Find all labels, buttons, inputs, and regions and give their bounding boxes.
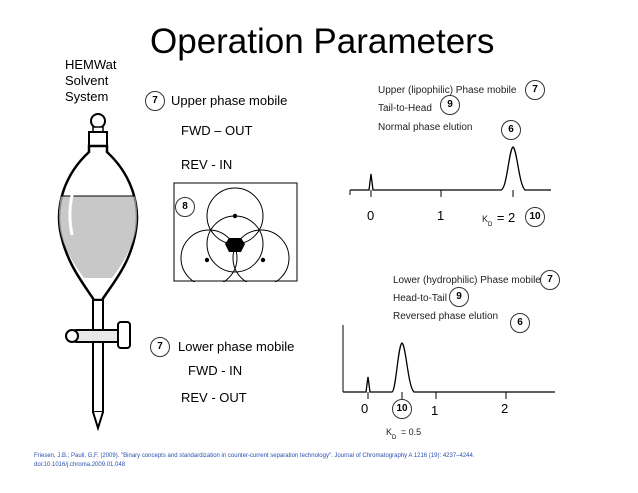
chrom-lower-kd-label: KD = 0.5 bbox=[386, 422, 421, 441]
kd-subscript: D bbox=[488, 222, 493, 229]
chrom-lower-line3: Reversed phase elution bbox=[393, 311, 499, 322]
chrom-upper-direction-badge: 9 bbox=[440, 95, 460, 115]
system-label-line-3: System bbox=[65, 89, 109, 104]
phase-layer-band bbox=[58, 196, 138, 278]
lower-rev-label: REV - OUT bbox=[181, 390, 247, 405]
kd-subscript: D bbox=[392, 435, 397, 442]
chrom-upper-peak-badge: 6 bbox=[501, 120, 521, 140]
stopcock-cap bbox=[65, 329, 79, 343]
rotor-coil-left bbox=[180, 229, 238, 282]
stopcock-barrel bbox=[71, 329, 125, 343]
upper-rev-label: REV - IN bbox=[181, 157, 233, 172]
rotor-hub bbox=[225, 238, 245, 252]
chrom-lower-line1: Lower (hydrophilic) Phase mobile bbox=[393, 275, 541, 286]
upper-phase-badge: 7 bbox=[145, 91, 165, 111]
chrom-upper-tick-label-0: 0 bbox=[367, 208, 375, 223]
funnel-stopper bbox=[88, 131, 108, 147]
rotor-axis-left bbox=[204, 257, 210, 263]
chrom-upper-line2: Tail-to-Head bbox=[378, 103, 432, 114]
chrom-lower-kd-badge: 10 bbox=[392, 399, 412, 419]
solvent-system-label: HEMWat Solvent System bbox=[65, 57, 117, 105]
chrom-lower-tick-label-1: 1 bbox=[431, 403, 439, 418]
funnel-highlight bbox=[68, 177, 80, 236]
upper-fwd-label: FWD – OUT bbox=[181, 123, 253, 138]
chromatogram-upper-trace bbox=[350, 146, 551, 191]
chrom-upper-kd-label: KD = 2 bbox=[482, 209, 515, 228]
rotor-axis-right bbox=[260, 257, 266, 263]
chrom-lower-peak-badge: 6 bbox=[510, 313, 530, 333]
page-title: Operation Parameters bbox=[150, 22, 495, 61]
chrom-lower-mode-badge: 7 bbox=[540, 270, 560, 290]
chrom-lower-line2: Head-to-Tail bbox=[393, 293, 447, 304]
funnel-stopper-knob bbox=[90, 113, 106, 129]
chrom-upper-kd-badge: 10 bbox=[525, 207, 545, 227]
kd-prefix: K bbox=[386, 427, 393, 437]
rotor-badge: 8 bbox=[175, 197, 195, 217]
system-label-line-2: Solvent bbox=[65, 73, 109, 88]
lower-phase-badge: 7 bbox=[150, 337, 170, 357]
lower-fwd-label: FWD - IN bbox=[188, 363, 243, 378]
kd-value: = 2 bbox=[496, 210, 516, 225]
system-label-line-1: HEMWat bbox=[65, 57, 117, 72]
kd-prefix: K bbox=[482, 214, 489, 224]
chrom-upper-line1: Upper (lipophilic) Phase mobile bbox=[378, 85, 517, 96]
chrom-lower-tick-label-2: 2 bbox=[501, 401, 509, 416]
rotor-axis-top bbox=[232, 213, 238, 219]
rotor-coil-right bbox=[232, 229, 290, 282]
chromatogram-upper bbox=[349, 146, 551, 197]
kd-value: = 0.5 bbox=[400, 427, 422, 437]
chrom-upper-mode-badge: 7 bbox=[525, 80, 545, 100]
chromatogram-lower bbox=[342, 325, 555, 399]
citation-link[interactable]: Friesen, J.B.; Pauli, G.F. (2009). "Bina… bbox=[34, 453, 475, 468]
drain-tube bbox=[92, 341, 104, 413]
rotor-diagram bbox=[173, 182, 298, 282]
chrom-lower-tick-label-0: 0 bbox=[361, 401, 369, 416]
chrom-lower-direction-badge: 9 bbox=[449, 287, 469, 307]
stopcock-handle bbox=[117, 321, 131, 349]
upper-phase-label: Upper phase mobile bbox=[171, 93, 288, 108]
chrom-upper-line3: Normal phase elution bbox=[378, 122, 473, 133]
chromatogram-lower-trace bbox=[343, 342, 555, 393]
chrom-upper-tick-label-1: 1 bbox=[437, 208, 445, 223]
lower-phase-label: Lower phase mobile bbox=[178, 339, 295, 354]
funnel-neck bbox=[92, 299, 104, 331]
drain-tip bbox=[92, 411, 104, 432]
rotor-frame bbox=[173, 182, 298, 282]
